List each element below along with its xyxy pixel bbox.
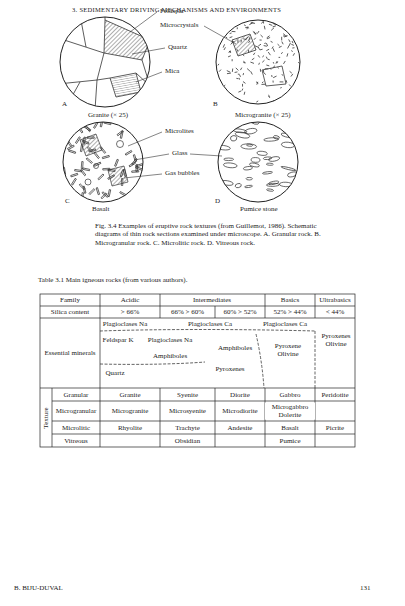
table-cell: Trachyte	[174, 423, 201, 431]
figure-caption: Fig. 3.4 Examples of eruptive rock textu…	[95, 222, 327, 247]
figure-label: Pumice stone	[240, 205, 278, 213]
figure-label: Granite (× 25)	[88, 111, 128, 119]
table-cell: Pyroxenes Olivine	[318, 332, 354, 349]
microgranite-section	[218, 21, 300, 103]
table-cell: Feldspar K	[102, 336, 135, 344]
table-cell: Basalt	[280, 423, 300, 431]
table-cell: Basics	[280, 296, 300, 304]
table-cell: Rhyolite	[117, 423, 143, 431]
figure-label: Microgranite (× 25)	[235, 111, 291, 119]
author-footer: B. BIJU-DUVAL	[14, 584, 63, 592]
table-cell: Picrite	[325, 423, 345, 431]
table-cell: 52% > 44%	[272, 308, 307, 316]
table-cell: Diorite	[229, 390, 251, 398]
figure-label: Glass	[172, 149, 188, 157]
table-cell: 60% > 52%	[222, 308, 257, 316]
page-number: 131	[360, 584, 371, 592]
table-cell: Acidic	[120, 296, 141, 304]
table-cell: Silica content	[50, 308, 90, 316]
table-cell: Amphiboles	[152, 352, 188, 360]
table-cell: Intermediates	[192, 296, 232, 304]
figure-letter: D	[215, 197, 220, 205]
figure-label: Mica	[165, 67, 179, 75]
pumice-section	[216, 118, 298, 192]
table-cell: Microsyenite	[168, 407, 207, 415]
table-cell: Family	[59, 296, 81, 304]
table-cell: Plagioclases Ca	[262, 320, 308, 328]
table-cell: > 66%	[120, 308, 141, 316]
table-cell: Plagioclases Na	[147, 336, 194, 344]
table-grid	[40, 294, 355, 447]
figure-letter: C	[65, 197, 70, 205]
table-cell: Syenite	[176, 390, 199, 398]
granite-section	[58, 15, 150, 110]
figure-label: Basalt	[92, 205, 110, 213]
table-cell: Andesite	[227, 423, 254, 431]
figure-label: Quartz	[168, 43, 187, 51]
table-cell: Essential minerals	[43, 349, 96, 357]
leader-line	[124, 12, 236, 178]
table-cell: 66% > 60%	[170, 308, 205, 316]
table-cell: Granular	[63, 390, 90, 398]
table-cell: Texture	[42, 406, 50, 429]
table-cell: Obsidian	[174, 436, 201, 444]
table-cell: Ultrabasics	[318, 296, 352, 304]
basalt-section	[63, 120, 143, 200]
table-cell: Gabbro	[279, 390, 302, 398]
table-cell: Pumice	[279, 436, 302, 444]
table-cell: Microgranite	[111, 407, 150, 415]
table-cell: Granite	[119, 390, 142, 398]
figure-label: Gas bubbles	[165, 169, 199, 177]
table-cell: Microlitic	[61, 423, 91, 431]
table-cell: Microgranular	[55, 407, 97, 415]
figure-letter: B	[213, 100, 218, 108]
table-cell: Microdiorite	[221, 407, 258, 415]
table-cell: < 44%	[325, 308, 346, 316]
table-cell: Quartz	[104, 369, 125, 377]
figure-label: Microlites	[165, 127, 194, 135]
table-cell: Vitreous	[63, 436, 89, 444]
table-cell: Pyroxenes	[214, 365, 245, 373]
table-title: Table 3.1 Main igneous rocks (from vario…	[38, 276, 187, 284]
table-cell: Microgabbro Dolerite	[265, 403, 315, 420]
figure-letter: A	[62, 100, 67, 108]
table-cell: Peridotite	[320, 390, 349, 398]
table-cell: Amphiboles	[217, 344, 253, 352]
table-cell: Plagioclases Na	[102, 320, 149, 328]
table-cell: Pyroxene Olivine	[266, 342, 310, 359]
figure-label: Microcrystals	[160, 21, 199, 29]
table-cell: Plagioclases Ca	[187, 320, 233, 328]
figure-label: Feldspar	[160, 7, 184, 15]
